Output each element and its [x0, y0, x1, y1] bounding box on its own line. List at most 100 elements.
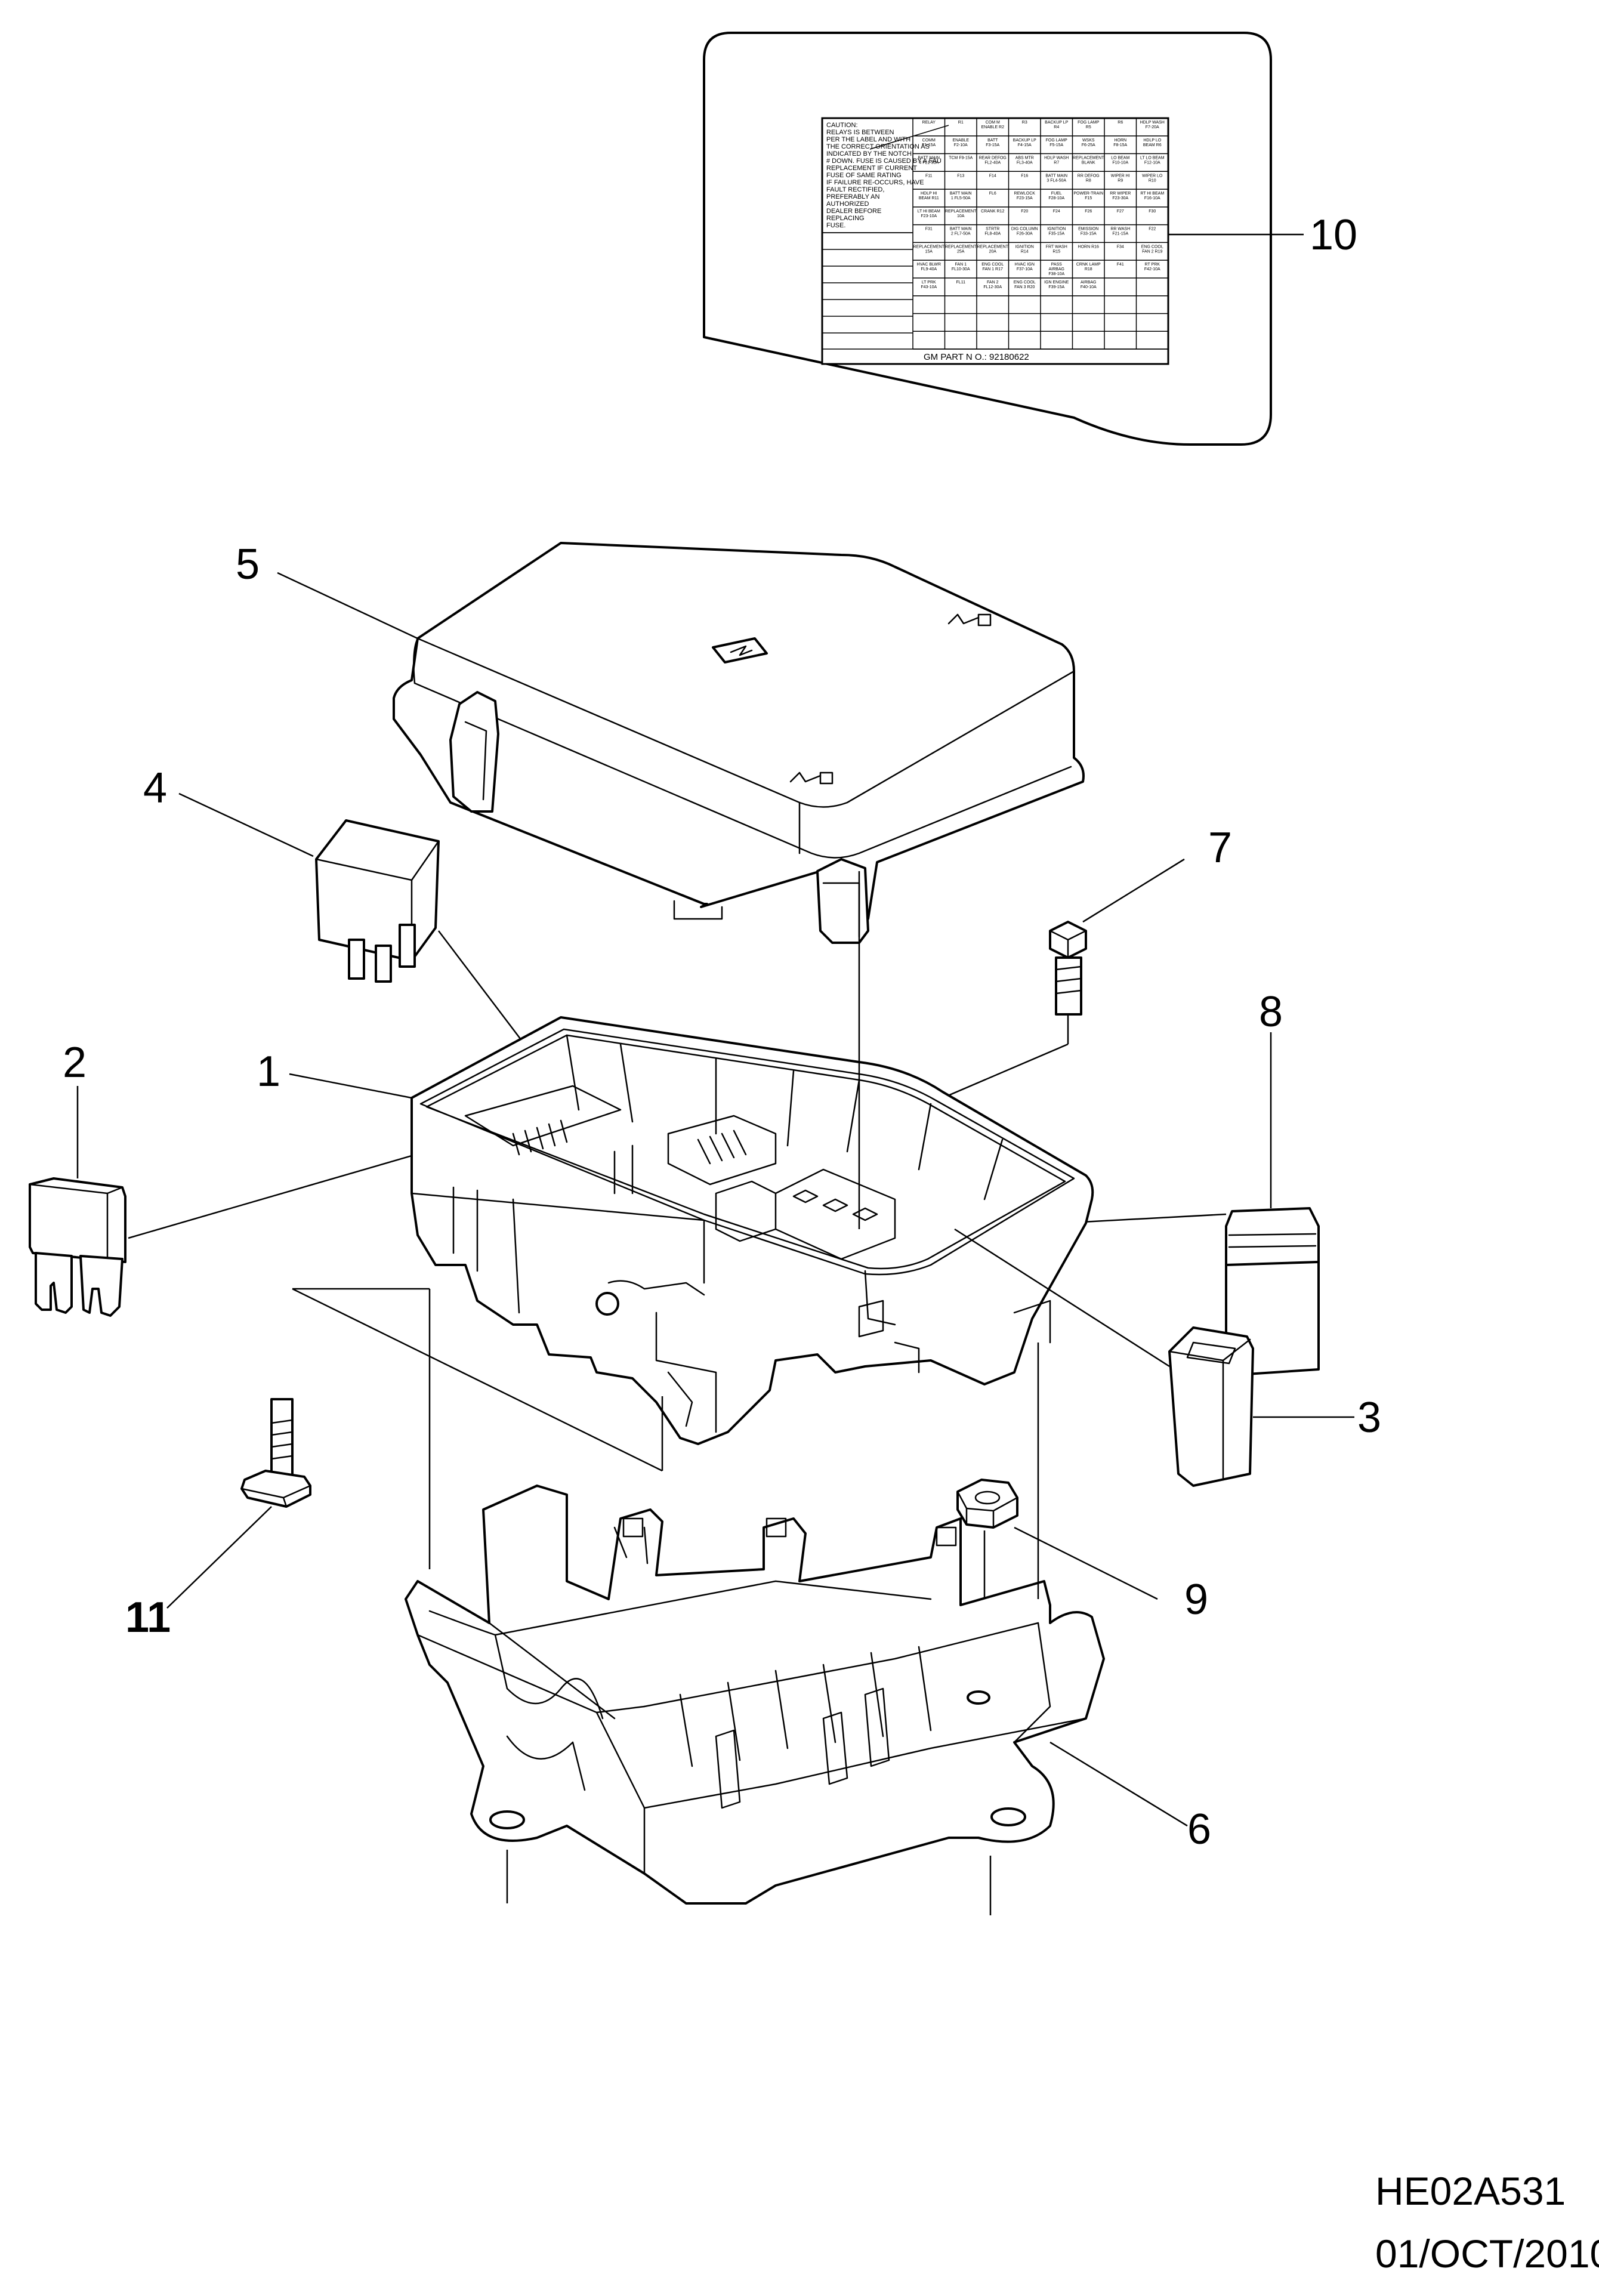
caution-line: PREFERABLY AN — [826, 193, 880, 200]
callout-8: 8 — [1259, 988, 1283, 1036]
fuse-cell-label: F34 — [1117, 245, 1124, 249]
callout-11: 11 — [125, 1594, 171, 1641]
mini-blade-fuse — [29, 1177, 126, 1317]
fuse-cell-label: F20 — [1021, 209, 1028, 214]
fuse-box-housing — [410, 1016, 1094, 1445]
callout-7: 7 — [1208, 824, 1232, 872]
cover — [393, 542, 1085, 944]
leader-4 — [178, 792, 314, 857]
caution-line: FUSE. — [826, 222, 845, 229]
nut — [956, 1479, 1018, 1529]
leader-11 — [166, 1506, 272, 1609]
callout-6: 6 — [1187, 1806, 1211, 1853]
caution-line: AUTHORIZED — [826, 200, 869, 208]
caution-line: IF FAILURE RE-OCCURS, HAVE — [826, 179, 924, 186]
stud — [240, 1398, 311, 1508]
bolt — [1049, 921, 1087, 1016]
fuse-cell-label: F11 — [925, 174, 933, 178]
leader-5 — [277, 572, 418, 640]
caution-line: CAUTION: — [826, 122, 858, 129]
fuse-label-sticker: CAUTION: RELAYS IS BETWEEN PER THE LABEL… — [821, 117, 1169, 365]
caution-line: REPLACEMENT IF CURRENT — [826, 165, 917, 172]
fuse-cell-label: F24 — [1053, 209, 1060, 214]
fuse-cell-label: FL11 — [956, 280, 966, 285]
drawing-date: 01/OCT/2010 — [1375, 2232, 1599, 2276]
fuse-cell-label: F13 — [957, 174, 964, 178]
drawing-id: HE02A531 — [1375, 2169, 1566, 2213]
callout-10: 10 — [1310, 211, 1357, 259]
fuse-cell-label: F41 — [1117, 263, 1124, 267]
fuse-cell-label: F14 — [989, 174, 996, 178]
fuse-cell-label: F27 — [1117, 209, 1124, 214]
fuse-cell-label: F26 — [1085, 209, 1092, 214]
caution-line: FUSE OF SAME RATING — [826, 172, 902, 179]
fuse-cell-label: R3 — [1022, 121, 1027, 125]
callout-5: 5 — [236, 541, 260, 588]
callout-4: 4 — [143, 764, 167, 812]
caution-line: INDICATED BY THE NOTCH — [826, 150, 912, 158]
leader-6 — [1049, 1741, 1188, 1827]
cartridge-fuse-small — [1168, 1326, 1254, 1487]
caution-line: DEALER BEFORE — [826, 208, 881, 215]
fuse-cell-label: F16 — [1021, 174, 1028, 178]
caution-line: REPLACING — [826, 215, 865, 222]
caution-line: RELAYS IS BETWEEN — [826, 129, 894, 136]
fuse-cell-label: CRANK R12 — [981, 209, 1004, 214]
caution-text: CAUTION: RELAYS IS BETWEEN PER THE LABEL… — [826, 122, 942, 229]
fuse-cell-label: HORN R16 — [1078, 245, 1100, 249]
callout-2: 2 — [63, 1039, 87, 1087]
fuse-cell-label: FL6 — [989, 192, 996, 196]
relay — [315, 819, 440, 983]
leader-7 — [1082, 858, 1185, 923]
fuse-cell-label: RELAY — [922, 121, 936, 125]
fuse-cell-label: R6 — [1118, 121, 1123, 125]
fuse-cell-label: F31 — [925, 227, 933, 232]
leader-1 — [289, 1073, 412, 1099]
fuse-cell-label: F22 — [1149, 227, 1156, 232]
callout-9: 9 — [1184, 1576, 1208, 1624]
lower-tray — [405, 1485, 1105, 1905]
